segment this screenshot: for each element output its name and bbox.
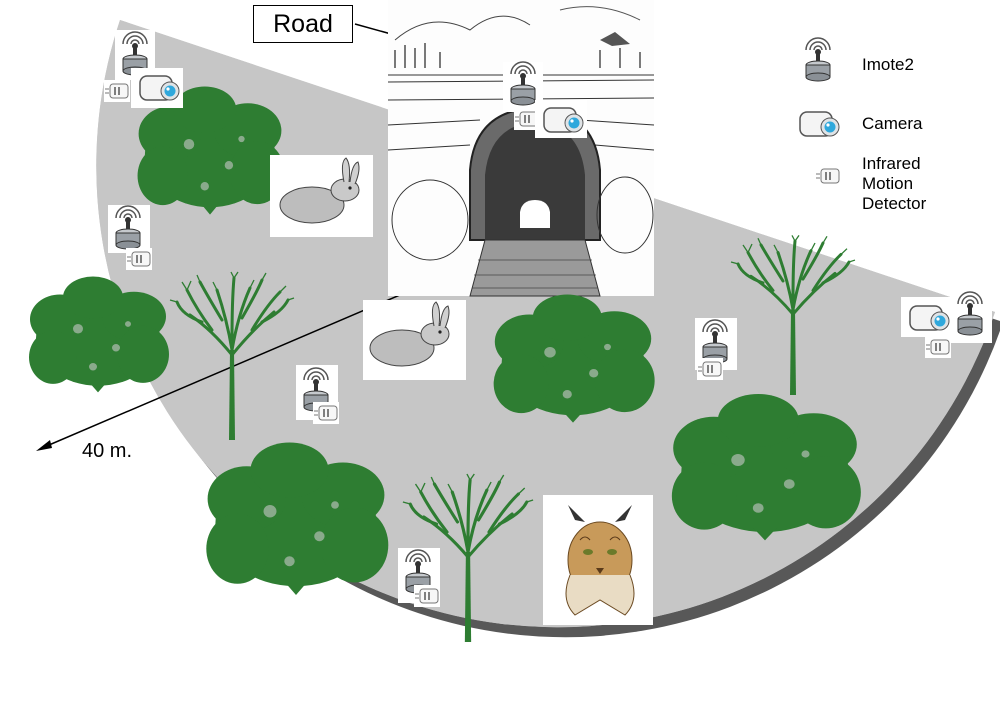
sensor-station [695, 318, 737, 380]
sensor-station [296, 365, 339, 424]
imote2-sensor-icon [805, 37, 831, 82]
legend-infrared-line: Detector [862, 194, 927, 213]
camera-icon [799, 111, 840, 137]
road-tunnel-illustration [387, 0, 655, 297]
legend-infrared-line: Motion [862, 174, 914, 193]
sensor-station [104, 30, 183, 108]
sensor-station [503, 61, 587, 138]
sensor-station [398, 548, 440, 607]
road-label: Road [253, 5, 353, 43]
sensor-station [108, 205, 152, 270]
distance-label: 40 m. [82, 440, 133, 462]
sensor-station [901, 288, 992, 358]
legend-imote-label: Imote2 [862, 55, 914, 74]
lynx-illustration [543, 495, 653, 625]
rabbit-illustration [363, 300, 466, 380]
legend-infrared-label: Infrared Motion Detector [862, 154, 926, 214]
infrared-motion-detector-icon [815, 168, 840, 184]
legend-infrared-line: Infrared [862, 154, 921, 173]
rabbit-illustration [270, 155, 373, 237]
legend-camera-label: Camera [862, 114, 923, 133]
